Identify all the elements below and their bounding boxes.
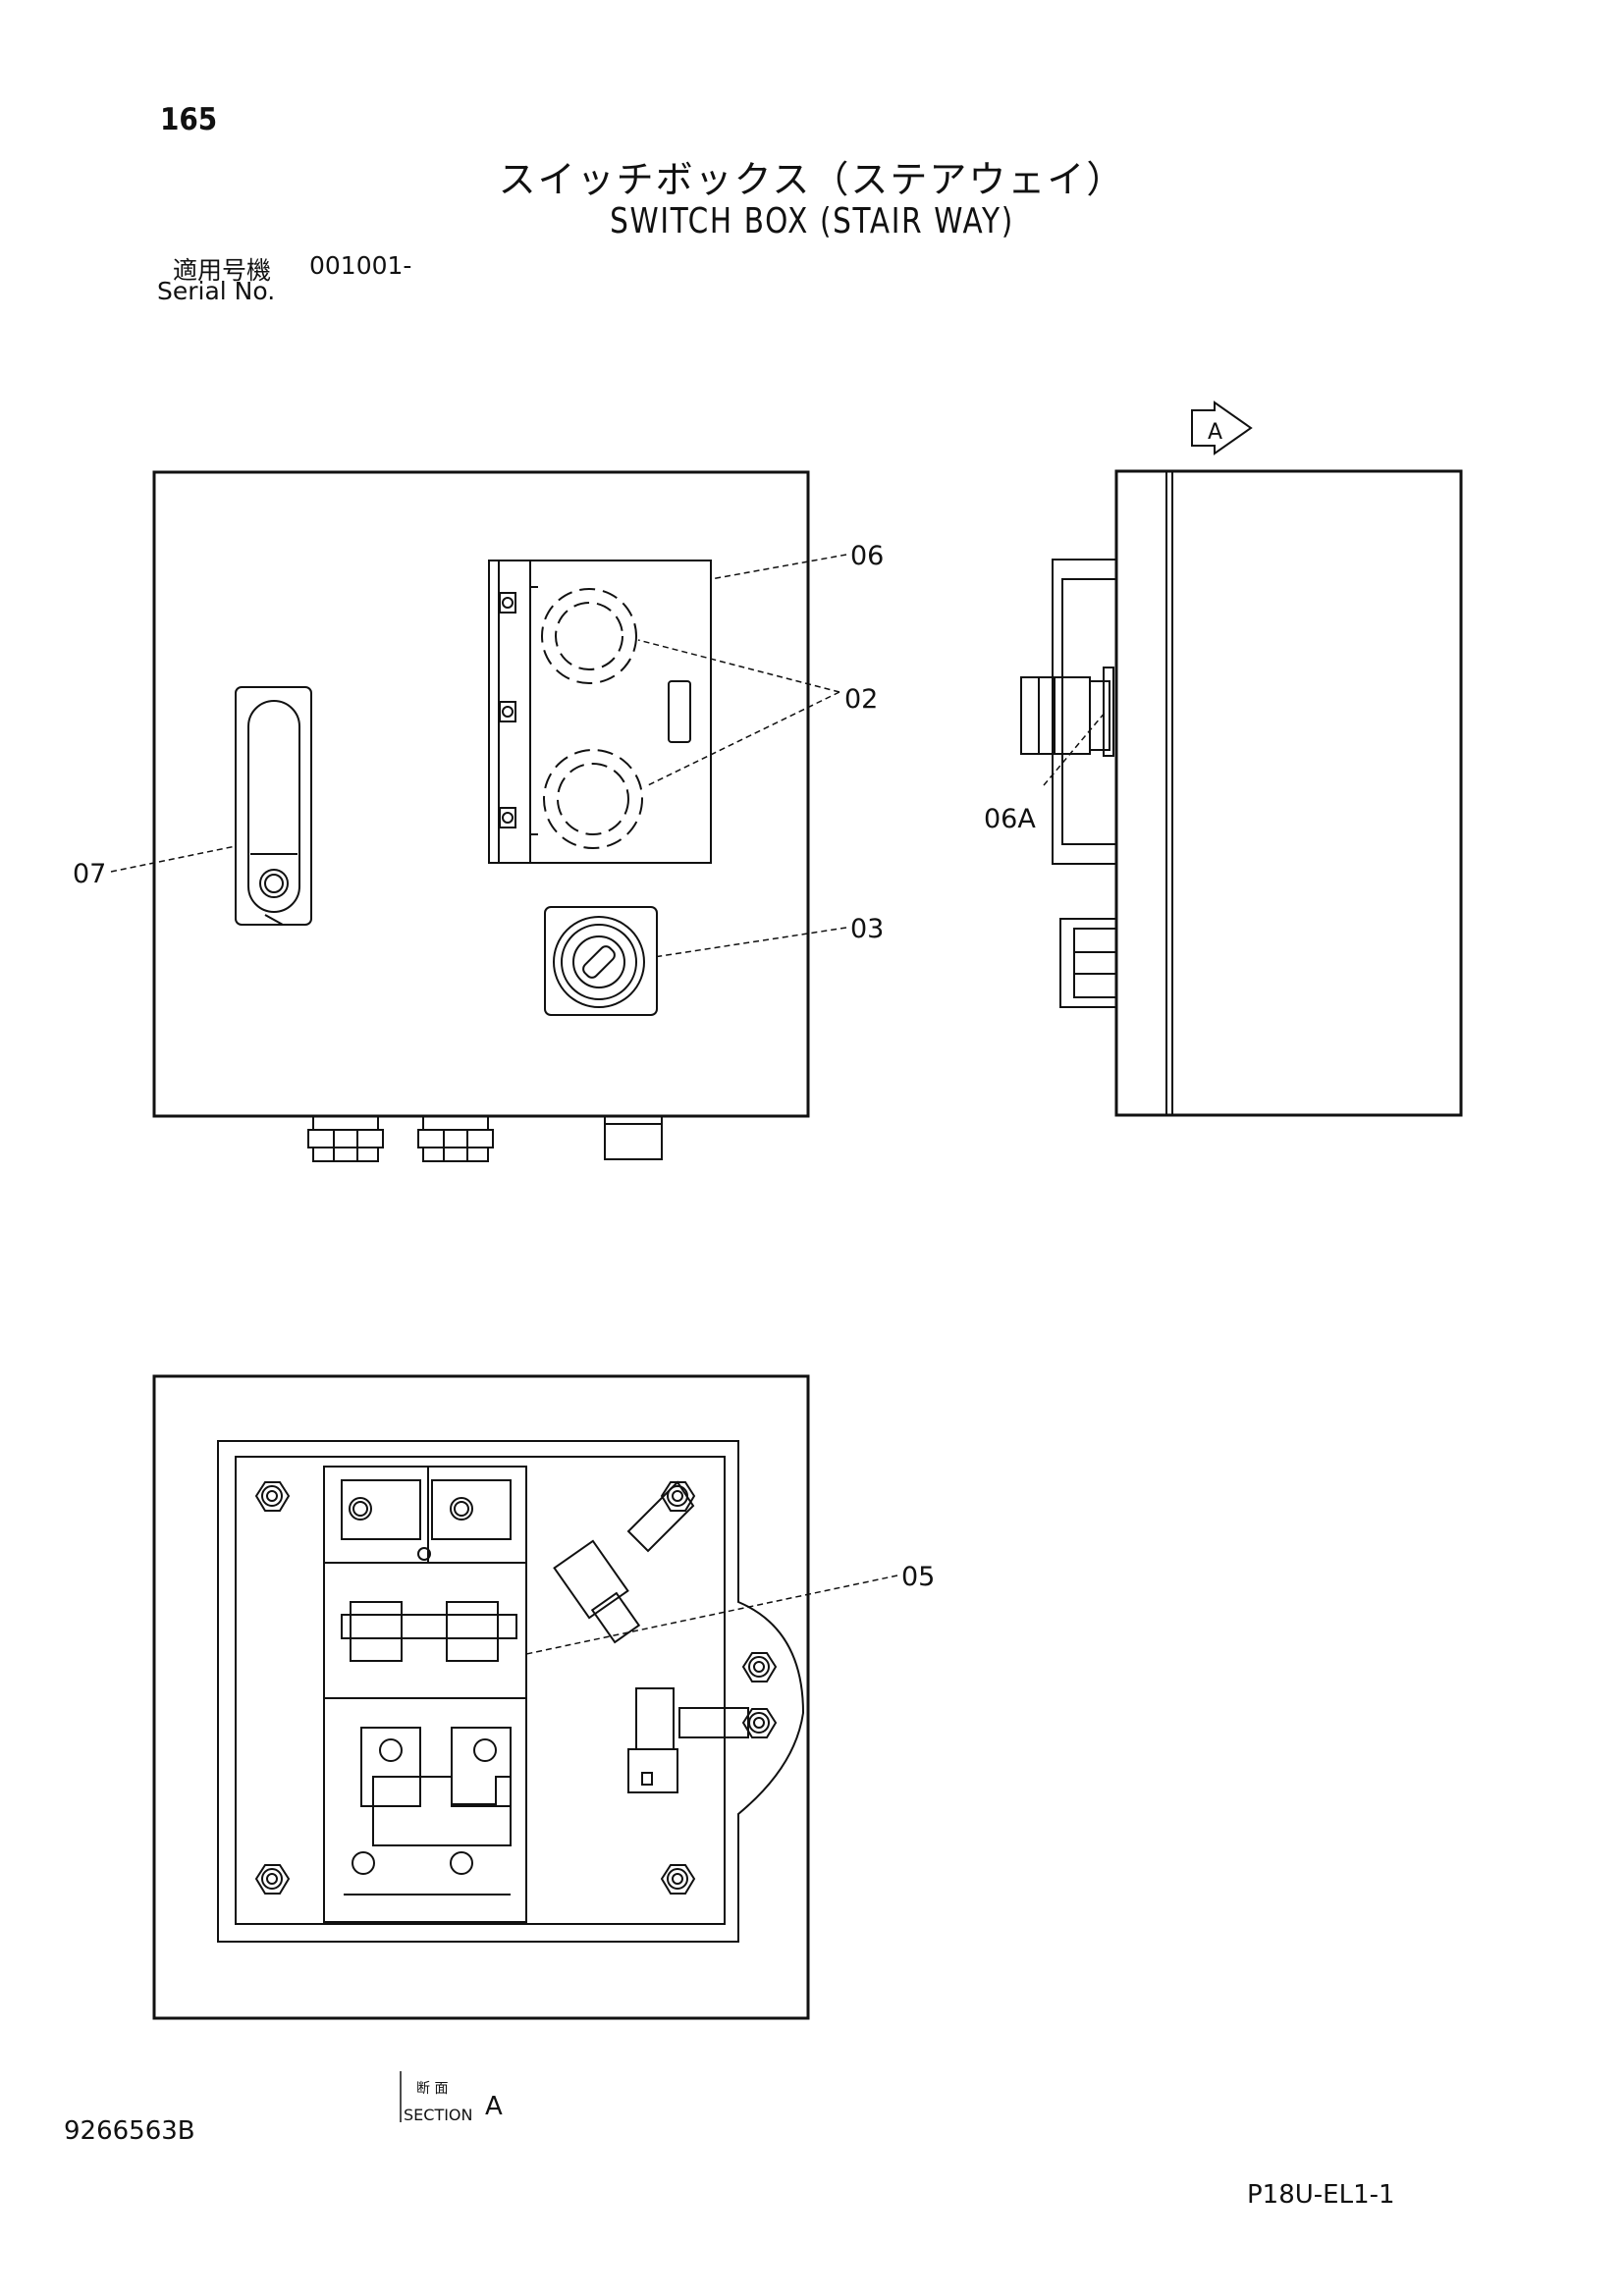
title-english: SWITCH BOX (STAIR WAY) xyxy=(610,201,1014,241)
view-arrow-a: A xyxy=(1191,400,1253,455)
mounting-nut xyxy=(254,1864,291,1895)
cable-gland-middle xyxy=(417,1115,494,1162)
terminal-bracket-upper xyxy=(553,1480,695,1644)
view-arrow-label: A xyxy=(1208,420,1222,445)
front-view xyxy=(152,470,810,1162)
serial-label-japanese: 適用号機 xyxy=(173,256,272,285)
terminal-nut-lower xyxy=(741,1708,778,1738)
terminal-nut-upper xyxy=(741,1652,778,1682)
mounting-nut xyxy=(660,1481,696,1512)
terminal-bracket-lower xyxy=(627,1687,749,1793)
serial-label-english: Serial No. xyxy=(157,277,276,305)
door-handle xyxy=(235,686,312,926)
key-switch xyxy=(544,906,658,1016)
page-number: 165 xyxy=(160,102,218,137)
title-japanese: スイッチボックス（ステアウェイ） xyxy=(498,158,1126,201)
callout-07: 07 xyxy=(73,859,106,889)
section-label: 断 面 SECTION A xyxy=(400,2071,503,2124)
cable-gland-left xyxy=(307,1115,384,1162)
section-outer-frame xyxy=(152,1374,810,2020)
hinge-screw xyxy=(499,701,516,722)
circuit-breaker xyxy=(323,1466,527,1923)
cable-gland-right xyxy=(604,1115,663,1160)
section-mount-plate xyxy=(235,1456,726,1925)
mounting-nut xyxy=(254,1481,291,1512)
pushbutton-upper xyxy=(541,588,637,684)
section-label-en: SECTION xyxy=(404,2106,473,2124)
leader-lines xyxy=(110,554,1107,1655)
callout-03: 03 xyxy=(850,914,884,944)
serial-value: 001001- xyxy=(309,251,412,280)
side-enclosure xyxy=(1114,469,1463,1117)
callout-02: 02 xyxy=(844,684,878,715)
section-a-view xyxy=(152,1374,810,2020)
hinge-screw xyxy=(499,592,516,614)
pushbutton-lower xyxy=(543,749,643,849)
mounting-nut xyxy=(660,1864,696,1895)
pushbutton-panel xyxy=(488,560,712,864)
callout-05: 05 xyxy=(901,1562,935,1592)
sheet-code: P18U-EL1-1 xyxy=(1247,2180,1395,2210)
side-view: A xyxy=(1020,400,1463,1117)
section-letter: A xyxy=(485,2092,503,2121)
section-label-jp: 断 面 xyxy=(416,2081,448,2097)
callout-06: 06 xyxy=(850,541,884,571)
indicator-slot xyxy=(668,680,691,743)
section-inner-plate xyxy=(217,1440,805,1943)
hinge-screw xyxy=(499,807,516,828)
callout-06a: 06A xyxy=(984,804,1036,834)
document-number: 9266563B xyxy=(64,2116,195,2146)
